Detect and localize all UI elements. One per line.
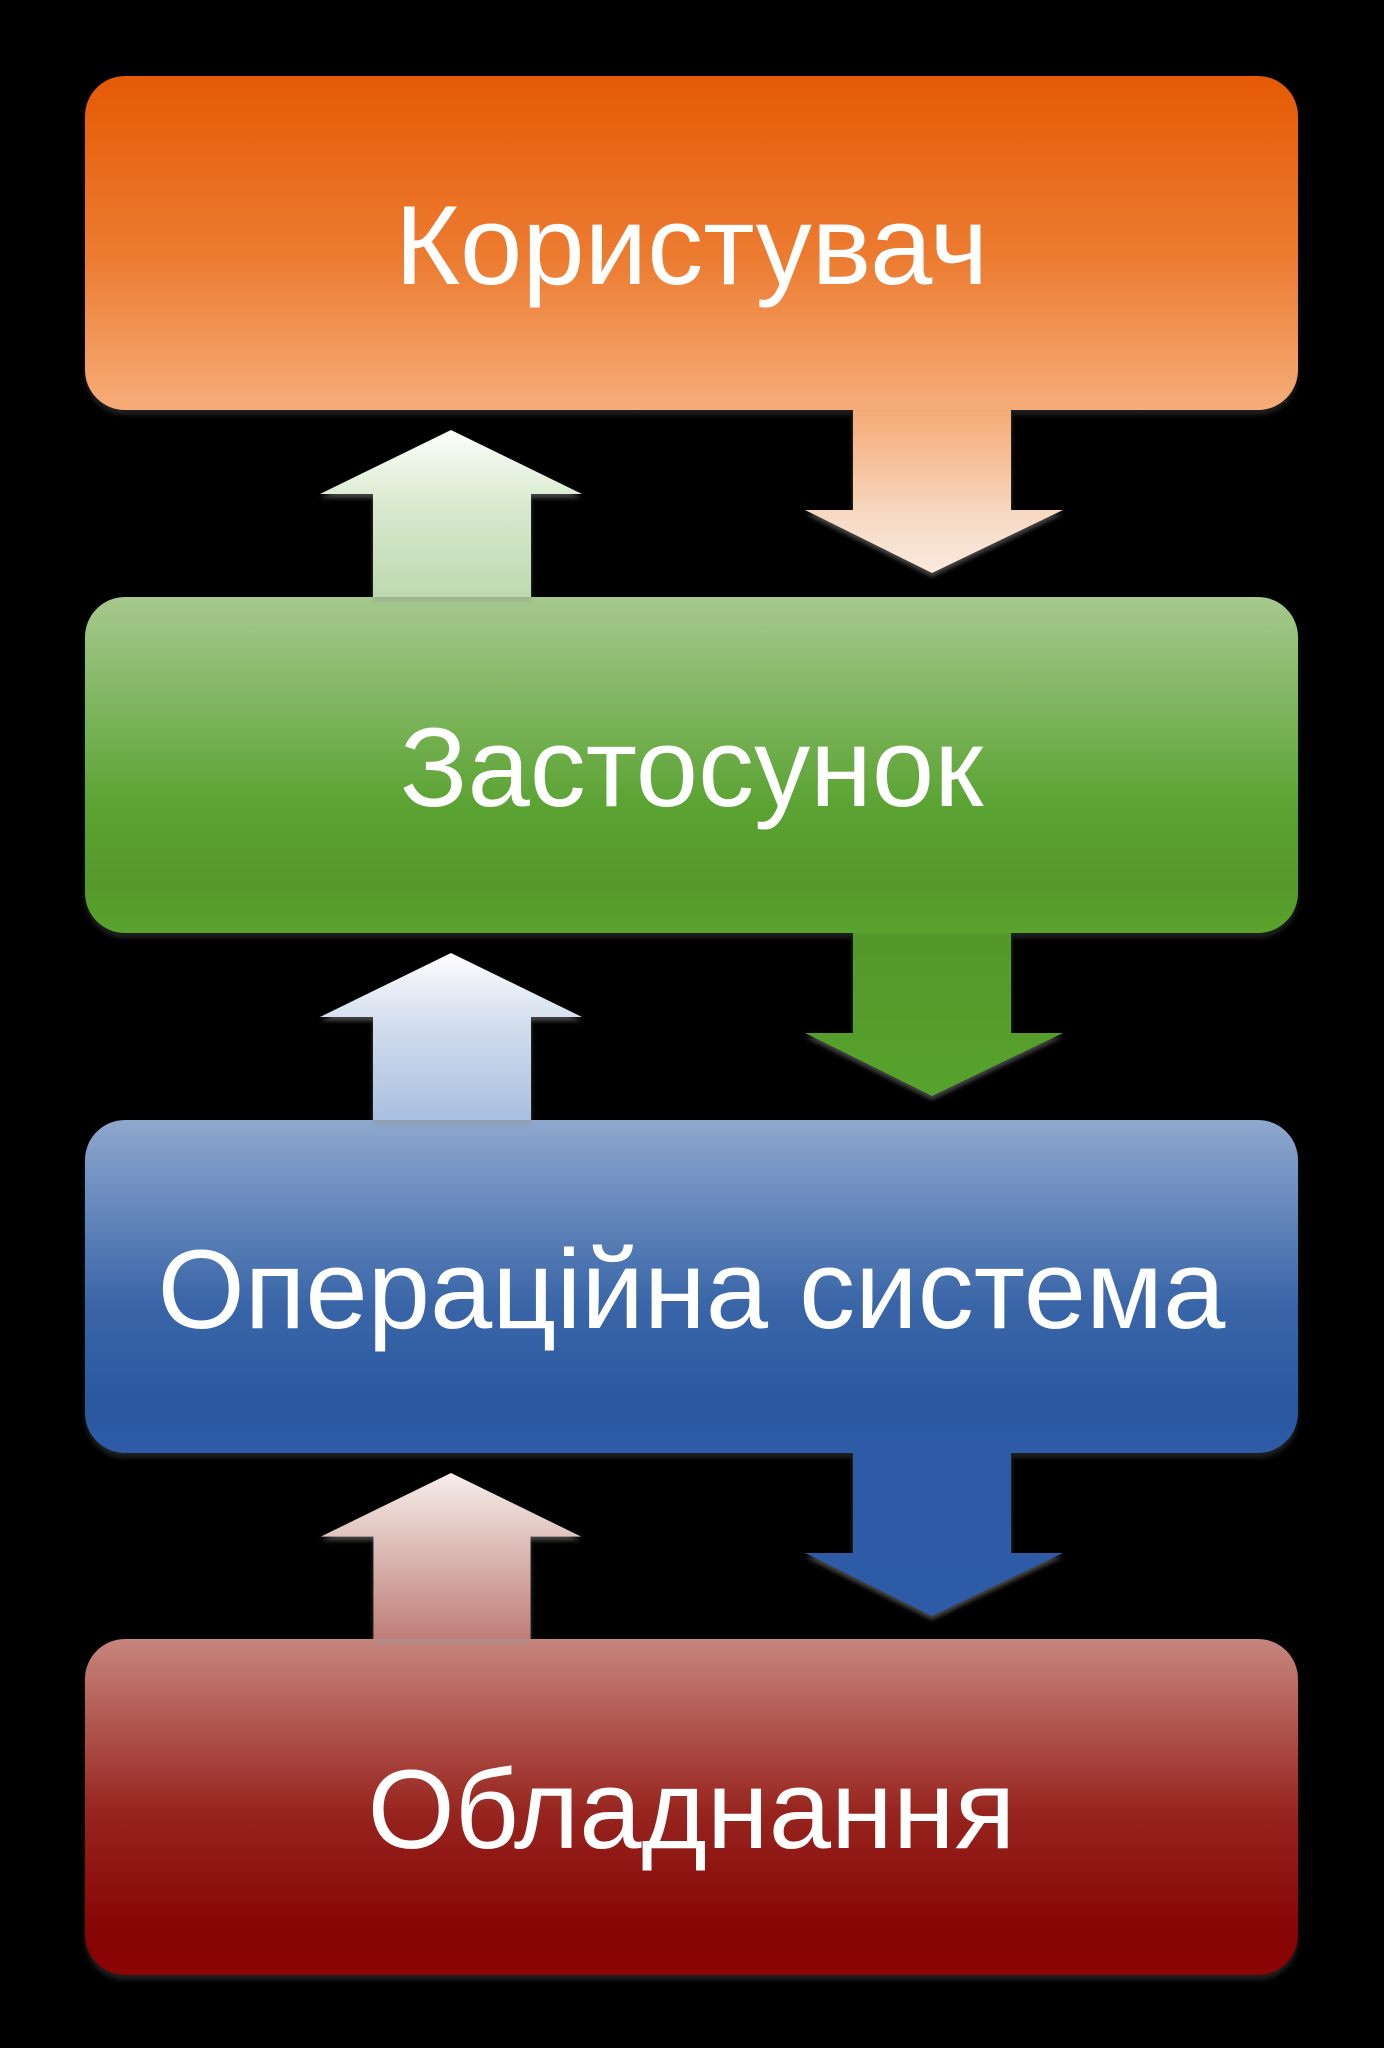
layer-label-application: Застосунок (399, 705, 984, 830)
layer-label-operating-system: Операційна система (157, 1226, 1226, 1352)
up-arrow-icon-hardware-to-os (320, 1473, 582, 1639)
down-arrow-icon-user-to-application (805, 410, 1063, 573)
up-arrow-icon-os-to-application (320, 953, 582, 1120)
layer-box-application: Застосунок (85, 597, 1298, 933)
down-arrow-icon-os-to-hardware (805, 1453, 1063, 1616)
up-arrow-icon-application-to-user (320, 430, 582, 597)
layer-label-hardware: Обладнання (367, 1747, 1016, 1872)
layer-box-user: Користувач (85, 76, 1298, 410)
layer-label-user: Користувач (394, 183, 989, 308)
layer-box-hardware: Обладнання (85, 1639, 1298, 1975)
down-arrow-icon-application-to-os (805, 933, 1063, 1096)
layer-box-operating-system: Операційна система (85, 1120, 1298, 1453)
